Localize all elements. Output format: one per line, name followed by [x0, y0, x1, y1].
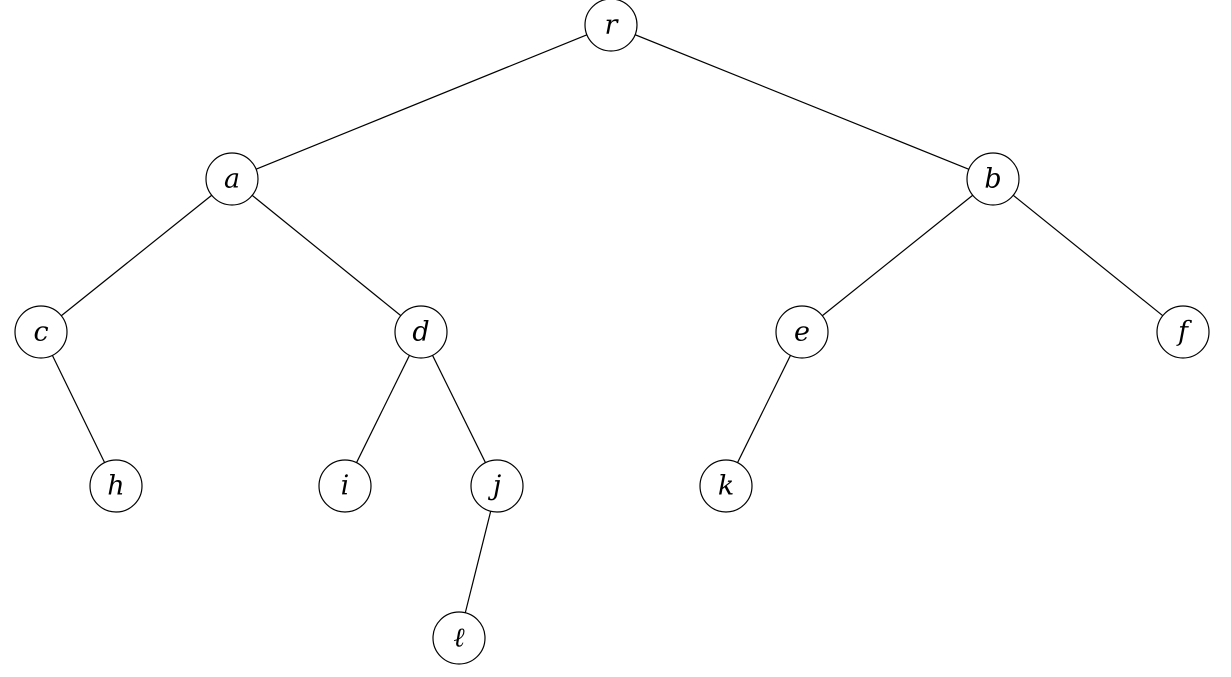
node-label-l: ℓ — [453, 623, 465, 654]
edge-layer — [51, 34, 1164, 613]
tree-node-i: i — [318, 459, 372, 513]
node-layer: r a b c d e f h i j k ℓ — [14, 0, 1210, 665]
edge-b-f — [1012, 194, 1164, 317]
tree-node-d: d — [394, 305, 448, 359]
node-label-d: d — [412, 317, 429, 348]
tree-node-a: a — [205, 152, 259, 206]
node-label-b: b — [984, 164, 1001, 195]
tree-node-b: b — [966, 152, 1020, 206]
node-circle-r — [584, 0, 638, 52]
node-label-k: k — [718, 471, 734, 502]
node-circle-e — [775, 305, 829, 359]
edge-b-e — [821, 194, 974, 317]
node-label-r: r — [605, 10, 620, 41]
tree-node-k: k — [699, 459, 753, 513]
node-circle-h — [89, 459, 143, 513]
edge-d-i — [355, 355, 411, 463]
node-label-e: e — [794, 317, 810, 348]
node-label-c: c — [33, 317, 48, 348]
tree-node-f: f — [1156, 305, 1210, 359]
edge-r-b — [634, 34, 970, 170]
node-circle-c — [14, 305, 68, 359]
edge-c-h — [51, 355, 106, 463]
edge-d-j — [431, 355, 487, 463]
node-label-a: a — [224, 164, 240, 195]
node-circle-k — [699, 459, 753, 513]
tree-node-h: h — [89, 459, 143, 513]
node-circle-l — [432, 611, 486, 665]
edge-e-k — [736, 355, 792, 463]
node-circle-i — [318, 459, 372, 513]
node-circle-d — [394, 305, 448, 359]
node-circle-a — [205, 152, 259, 206]
node-label-h: h — [107, 471, 124, 502]
node-label-i: i — [341, 471, 350, 502]
node-circle-j — [470, 459, 524, 513]
edge-a-d — [251, 194, 402, 317]
node-circle-f — [1156, 305, 1210, 359]
node-circle-b — [966, 152, 1020, 206]
edge-j-l — [464, 511, 492, 613]
tree-node-r: r — [584, 0, 638, 52]
tree-node-j: j — [470, 459, 524, 513]
tree-node-l: ℓ — [432, 611, 486, 665]
tree-node-c: c — [14, 305, 68, 359]
edge-a-c — [60, 194, 213, 317]
tree-node-e: e — [775, 305, 829, 359]
edge-r-a — [255, 34, 588, 170]
